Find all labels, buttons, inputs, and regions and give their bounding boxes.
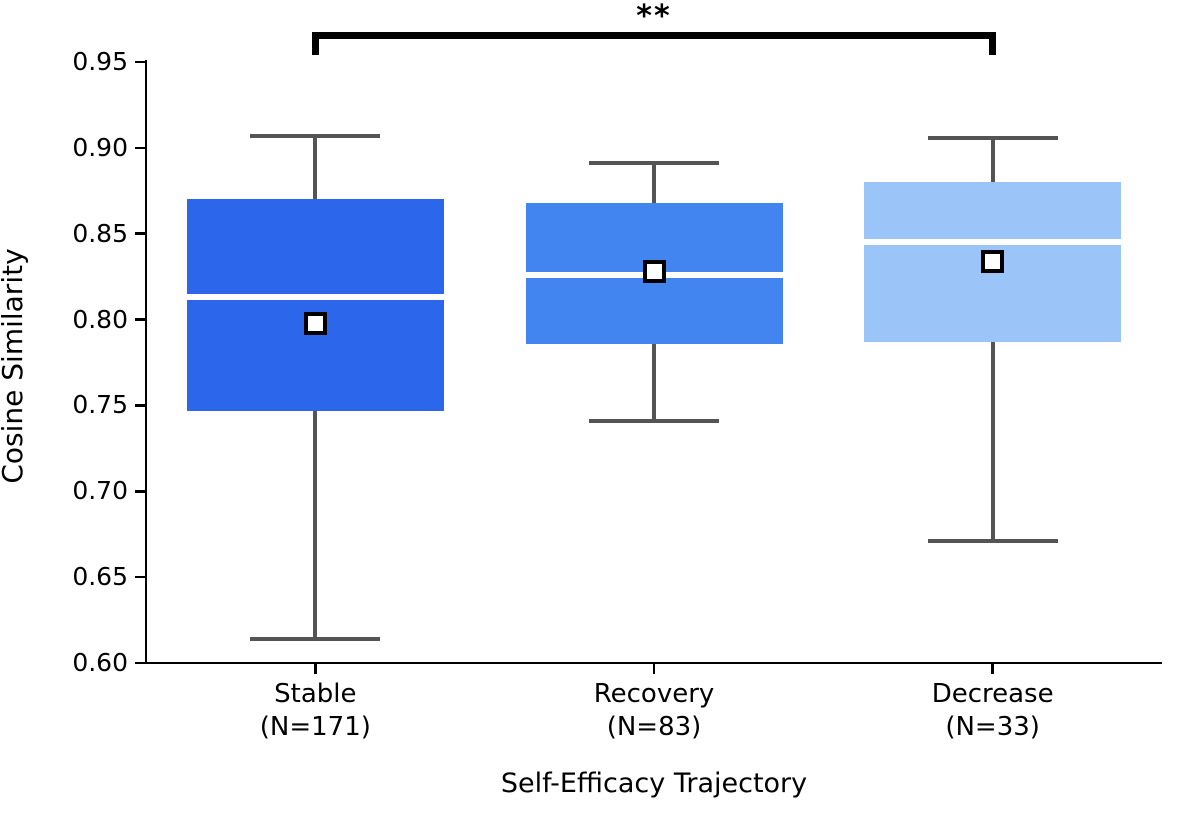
- y-tick-label: 0.60: [72, 648, 128, 677]
- y-tick-label: 0.95: [72, 47, 128, 76]
- x-axis-spine: [144, 661, 1162, 664]
- category-n-stable: (N=171): [259, 712, 371, 742]
- whisker-cap-lower-decrease: [927, 539, 1058, 544]
- x-axis-label: Self-Efficacy Trajectory: [500, 768, 808, 799]
- x-tick-label-stable: Stable(N=171): [175, 678, 455, 744]
- y-tick-label: 0.85: [72, 218, 128, 248]
- whisker-cap-upper-stable: [250, 133, 381, 138]
- y-tick-label: 0.65: [72, 562, 128, 592]
- significance-bracket-right-tick: [989, 32, 997, 55]
- whisker-upper-decrease: [990, 137, 995, 183]
- whisker-lower-decrease: [990, 341, 995, 542]
- whisker-cap-lower-stable: [250, 636, 381, 641]
- mean-marker-stable: [303, 311, 327, 335]
- category-name-decrease: Decrease: [931, 679, 1054, 709]
- y-tick-label: 0.80: [72, 304, 128, 334]
- x-tick-label-decrease: Decrease(N=33): [853, 678, 1133, 744]
- y-tick-label: 0.70: [72, 476, 128, 506]
- median-line-decrease: [864, 239, 1122, 246]
- y-tick-mark: [134, 60, 145, 64]
- x-tick-mark-stable: [314, 664, 317, 674]
- whisker-cap-upper-decrease: [927, 135, 1058, 140]
- median-line-stable: [186, 294, 444, 301]
- y-tick-mark: [134, 575, 145, 579]
- y-tick-mark: [134, 318, 145, 321]
- whisker-upper-recovery: [652, 163, 656, 203]
- mean-marker-recovery: [642, 259, 666, 283]
- y-tick-mark: [134, 232, 145, 235]
- x-tick-label-recovery: Recovery(N=83): [514, 678, 794, 744]
- significance-bracket-left-tick: [311, 32, 319, 55]
- y-tick-mark: [134, 490, 145, 493]
- whisker-upper-stable: [313, 135, 318, 200]
- category-name-stable: Stable: [274, 679, 357, 709]
- whisker-cap-upper-recovery: [589, 161, 719, 166]
- y-axis-spine: [144, 60, 147, 664]
- y-tick-mark: [134, 146, 145, 150]
- whisker-lower-recovery: [652, 343, 656, 421]
- x-tick-mark-decrease: [991, 664, 994, 674]
- x-tick-mark-recovery: [652, 664, 656, 674]
- y-tick-label: 0.75: [72, 390, 128, 420]
- significance-stars: **: [636, 0, 672, 34]
- category-n-decrease: (N=33): [945, 712, 1040, 742]
- whisker-lower-stable: [313, 410, 318, 639]
- y-tick-mark: [134, 661, 145, 665]
- y-tick-mark: [134, 404, 145, 407]
- box-stable: [186, 199, 444, 411]
- whisker-cap-lower-recovery: [589, 418, 719, 423]
- y-tick-label: 0.90: [72, 132, 128, 162]
- category-n-recovery: (N=83): [606, 712, 702, 742]
- significance-bracket-bar: [311, 32, 997, 39]
- mean-marker-decrease: [981, 249, 1005, 273]
- category-name-recovery: Recovery: [593, 679, 715, 709]
